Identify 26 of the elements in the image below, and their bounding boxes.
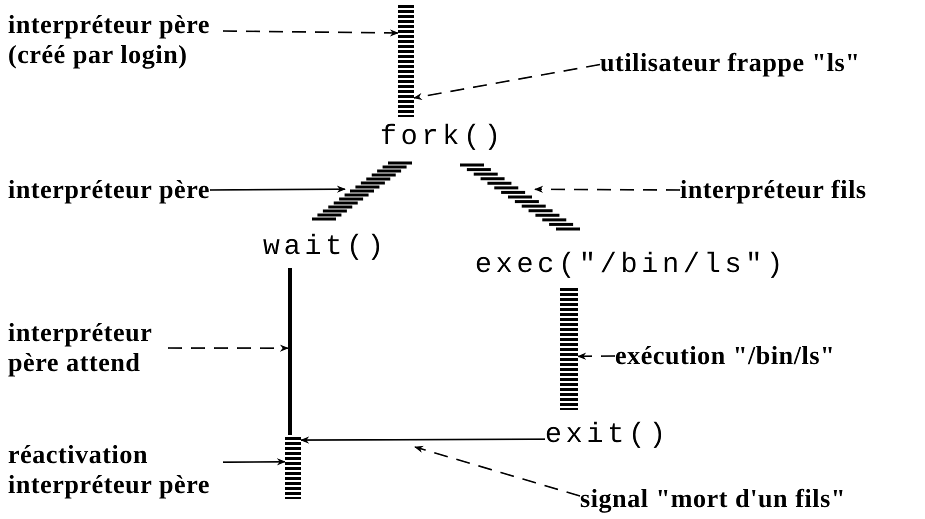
annotation-text: interpréteur père attend <box>8 318 153 378</box>
leader-arrow <box>577 352 615 360</box>
hatched-process-bar <box>560 288 578 410</box>
annotation-text: interpréteur père (créé par login) <box>8 10 212 70</box>
leader-arrow <box>300 436 545 444</box>
code-label: exit() <box>545 420 670 452</box>
annotation-text: interpréteur père <box>8 175 210 205</box>
leader-arrow <box>414 446 580 497</box>
leader-arrow <box>534 186 680 193</box>
code-label: exec("/bin/ls") <box>475 250 788 282</box>
code-label: fork() <box>380 122 505 154</box>
hatched-process-bar <box>460 162 580 232</box>
annotation-text: interpréteur fils <box>680 175 867 205</box>
annotation-text: signal "mort d'un fils" <box>580 484 846 514</box>
leader-arrow <box>210 186 346 193</box>
leader-arrow <box>223 29 399 36</box>
annotation-text: utilisateur frappe "ls" <box>600 48 860 78</box>
code-label: wait() <box>263 232 388 264</box>
hatched-process-bar <box>312 160 412 222</box>
annotation-text: exécution "/bin/ls" <box>615 341 836 371</box>
leader-arrow <box>223 458 286 466</box>
leader-arrow <box>413 64 600 100</box>
annotation-text: réactivation interpréteur père <box>8 440 212 500</box>
hatched-process-bar <box>285 437 301 499</box>
leader-arrow <box>168 344 289 352</box>
hatched-process-bar <box>398 5 414 117</box>
